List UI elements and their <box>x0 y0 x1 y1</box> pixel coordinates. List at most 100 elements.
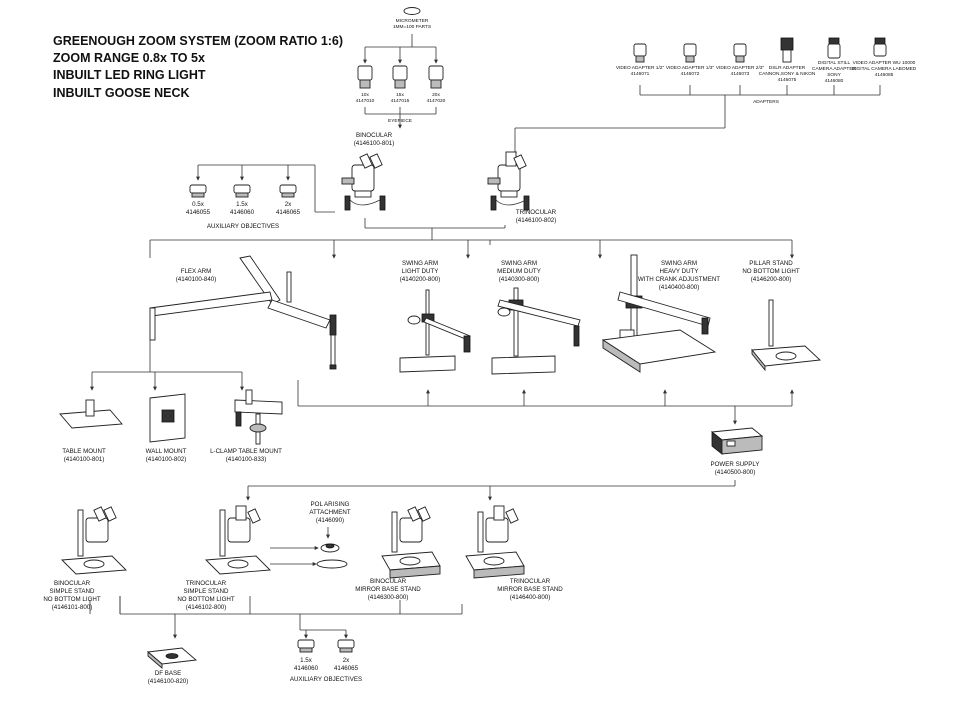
objective-mag: 2x <box>285 201 292 208</box>
power-supply: POWER SUPPLY (4140500-800) <box>710 427 764 476</box>
stand-code: (4140200-800) <box>400 276 441 283</box>
aux-objectives-label: AUXILIARY OBJECTIVES <box>207 223 279 230</box>
eyepiece-icon <box>428 65 444 89</box>
polarising-name: POL ARISING <box>311 501 350 508</box>
adapter-name: VIDEO ADAPTER 2/3" <box>716 65 765 71</box>
power-supply-name: POWER SUPPLY <box>710 461 759 468</box>
system-name: BINOCULAR <box>54 580 91 587</box>
adapter-brand: SONY <box>827 72 841 78</box>
mount-code: (4140100-833) <box>226 456 267 463</box>
swing-arm-light-icon <box>399 289 471 373</box>
swing-arm-medium-icon <box>491 287 581 375</box>
table-mount-icon <box>59 399 123 429</box>
adapter-icon <box>733 43 747 63</box>
objective-lens-icon <box>337 639 355 653</box>
system-title: GREENOUGH ZOOM SYSTEM (ZOOM RATIO 1:6) Z… <box>53 34 343 100</box>
binocular-head-code: (4146100-801) <box>354 140 395 147</box>
system-code: (4146400-800) <box>510 594 551 601</box>
adapter-code: 4146085 <box>875 72 894 78</box>
adapter-name: VIDEO ADAPTER WU 10000 <box>853 60 916 66</box>
system-stand: MIRROR BASE STAND <box>497 586 563 593</box>
pillar-stand-icon <box>751 299 822 372</box>
adapter-name: VIDEO ADAPTER 1/3" <box>666 65 715 71</box>
system-light: NO BOTTOM LIGHT <box>177 596 235 603</box>
system-trinocular-simple: TRINOCULAR SIMPLE STAND NO BOTTOM LIGHT … <box>177 505 272 611</box>
binocular-simple-stand-icon <box>60 506 128 575</box>
mount-name: TABLE MOUNT <box>62 448 106 455</box>
adapter-code: 4146072 <box>681 71 700 77</box>
flex-arm-icon <box>149 255 337 370</box>
camera-adapter-icon <box>827 37 841 59</box>
objective-lens-icon <box>297 639 315 653</box>
connector-lines <box>89 34 881 639</box>
adapter-icon <box>633 43 647 63</box>
title-line: GREENOUGH ZOOM SYSTEM (ZOOM RATIO 1:6) <box>53 34 343 48</box>
df-base-code: (4146100-820) <box>148 678 189 685</box>
power-supply-icon <box>710 427 764 455</box>
binocular-head-name: BINOCULAR <box>356 132 393 139</box>
eyepiece-label: EYEPIECE <box>388 118 412 124</box>
stand-code: (4146200-800) <box>751 276 792 283</box>
objective-lens-icon <box>279 184 297 198</box>
adapters-label: ADAPTERS <box>753 99 779 105</box>
adapter-name: DIGITAL CAMERA LABOMED <box>852 66 917 72</box>
aux-objectives-bottom: 1.5x 4146060 2x 4146065 AUXILIARY OBJECT… <box>290 639 362 683</box>
system-code: (4146101-800) <box>52 604 93 611</box>
eyepiece-group: 10x 4147010 15x 4147015 20x 4147020 EYEP… <box>356 65 446 124</box>
stand-name: SWING ARM <box>661 260 697 267</box>
system-name: TRINOCULAR <box>186 580 227 587</box>
system-code: (4146102-800) <box>186 604 227 611</box>
stand-swing-arm-medium: SWING ARM MEDIUM DUTY (4140300-800) <box>491 260 581 375</box>
objective-code: 4146060 <box>294 665 319 672</box>
adapter-icon <box>683 43 697 63</box>
stand-duty: MEDIUM DUTY <box>497 268 541 275</box>
stand-duty: LIGHT DUTY <box>402 268 439 275</box>
aux-objectives-label: AUXILIARY OBJECTIVES <box>290 676 362 683</box>
mount-l-clamp: L-CLAMP TABLE MOUNT (4140100-833) <box>210 389 283 463</box>
objective-code: 4146060 <box>230 209 255 216</box>
mount-wall: WALL MOUNT (4140100-802) <box>146 393 187 463</box>
system-stand: SIMPLE STAND <box>50 588 95 595</box>
adapter-code: 4146075 <box>778 77 797 83</box>
system-stand: MIRROR BASE STAND <box>355 586 421 593</box>
stand-pillar: PILLAR STAND NO BOTTOM LIGHT (4146200-80… <box>742 260 822 372</box>
trinocular-head-code: (4146100-802) <box>516 217 557 224</box>
binocular-head-icon <box>341 153 386 211</box>
aux-objectives-top: 0.5x 4146055 1.5x 4146060 2x 4146065 AUX… <box>186 184 301 230</box>
system-light: NO BOTTOM LIGHT <box>43 596 101 603</box>
polarising-attachment: POL ARISING ATTACHMENT (4146090) <box>309 501 351 569</box>
stand-flex-arm: FLEX ARM (4140100-840) <box>149 255 337 370</box>
title-line: INBUILT LED RING LIGHT <box>53 68 206 82</box>
adapter-code: 4146073 <box>731 71 750 77</box>
wall-mount-icon <box>149 393 186 443</box>
micrometer-sub: 1MM=100 PARTS <box>393 24 431 30</box>
adapter-name: CAMERA ADAPTER <box>812 66 857 72</box>
eyepiece-mag: 20x <box>432 92 440 98</box>
stand-name: SWING ARM <box>501 260 537 267</box>
micrometer-label: MICROMETER <box>396 18 429 24</box>
system-name: BINOCULAR <box>370 578 407 585</box>
objective-mag: 0.5x <box>192 201 205 208</box>
stand-code: (4140400-800) <box>659 284 700 291</box>
mount-code: (4140100-802) <box>146 456 187 463</box>
trinocular-mirror-stand-icon <box>465 505 525 579</box>
stand-code: (4140100-840) <box>176 276 217 283</box>
system-binocular-mirror: BINOCULAR MIRROR BASE STAND (4146300-800… <box>355 506 441 601</box>
micrometer-disc-icon <box>403 7 421 15</box>
objective-code: 4146065 <box>276 209 301 216</box>
stand-code: (4140300-800) <box>499 276 540 283</box>
df-base-icon <box>146 647 198 669</box>
objective-mag: 1.5x <box>300 657 313 664</box>
objective-lens-icon <box>189 184 207 198</box>
trinocular-simple-stand-icon <box>204 505 272 575</box>
adapter-group: VIDEO ADAPTER 1/2" 4146071 VIDEO ADAPTER… <box>616 37 917 105</box>
stand-crank: WITH CRANK ADJUSTMENT <box>638 276 720 283</box>
adapter-code: 4146080 <box>825 78 844 84</box>
polarising-code: (4146090) <box>316 517 344 524</box>
mount-name: L-CLAMP TABLE MOUNT <box>210 448 282 455</box>
mount-name: WALL MOUNT <box>146 448 187 455</box>
eyepiece-icon <box>357 65 373 89</box>
eyepiece-code: 4147010 <box>356 98 375 104</box>
trinocular-head-icon <box>487 151 530 211</box>
stand-duty: HEAVY DUTY <box>660 268 699 275</box>
